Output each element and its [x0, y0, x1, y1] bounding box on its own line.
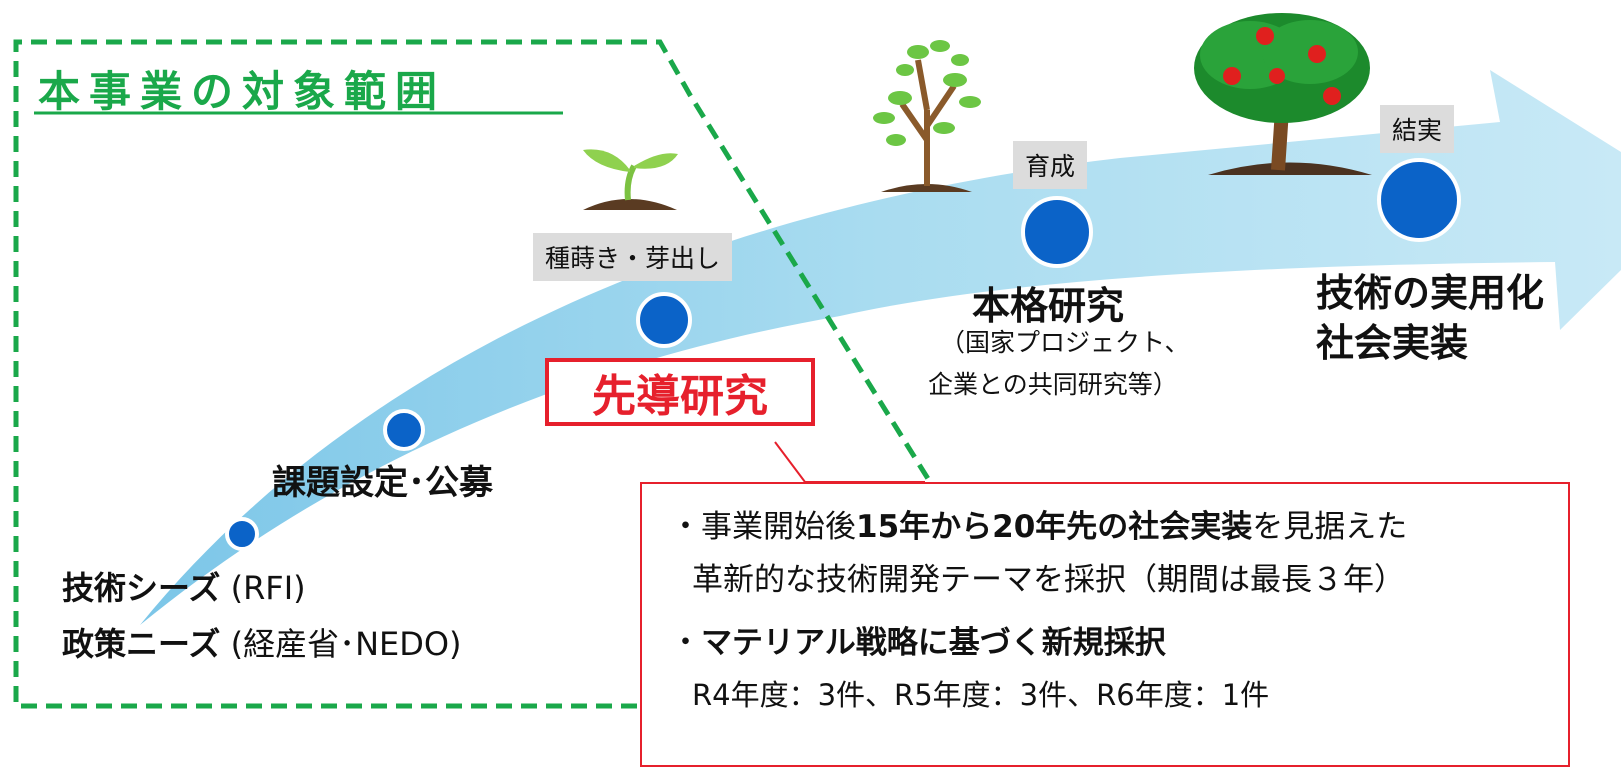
stage-needs-note: (経産省･NEDO): [230, 625, 462, 663]
stage-needs-label: 政策ニーズ: [62, 625, 221, 663]
note-bullet-2: ・マテリアル戦略に基づく新規採択: [670, 628, 1568, 659]
seeds-needs-block: 技術シーズ (RFI) 政策ニーズ (経産省･NEDO): [62, 560, 462, 672]
stage-seeds-note: (RFI): [230, 569, 306, 607]
lead-research-label: 先導研究: [592, 371, 768, 422]
note-b1-post: を見据えた: [1252, 509, 1408, 545]
sprout-icon: [583, 149, 678, 210]
note-b2-line2: R4年度：3件、R5年度：3件、R6年度：1件: [692, 678, 1270, 712]
note-box: ・事業開始後15年から20年先の社会実装を見据えた 革新的な技術開発テーマを採択…: [640, 482, 1570, 767]
note-b1-bold: 15年から20年先の社会実装: [856, 509, 1253, 545]
tag-fruiting: 結実: [1380, 105, 1455, 153]
scope-boundary: [13, 39, 933, 709]
stage-dot-seeds: [225, 517, 259, 551]
note-bullet-1: ・事業開始後15年から20年先の社会実装を見据えた: [670, 512, 1568, 543]
scope-title: 本事業の対象範囲: [38, 67, 447, 116]
note-b2-pre: ・: [670, 625, 701, 661]
lead-research-box: 先導研究: [545, 358, 815, 426]
note-b2-bold: マテリアル戦略に基づく新規採択: [701, 625, 1166, 661]
stage-full-research-label: 本格研究: [972, 284, 1125, 328]
full-research-note-1: （国家プロジェクト、: [940, 328, 1190, 357]
stage-practical-label-1: 技術の実用化: [1316, 271, 1545, 315]
stage-dot-call: [383, 409, 425, 451]
apple-tree-icon: [1194, 13, 1372, 175]
full-research-note-2: 企業との共同研究等）: [928, 370, 1178, 399]
callout-pointer: [774, 441, 925, 483]
stage-dot-full: [1021, 196, 1093, 268]
stage-seeds-label: 技術シーズ: [62, 569, 221, 607]
tag-sowing: 種蒔き・芽出し: [533, 233, 733, 281]
growth-arrow: [140, 70, 1621, 625]
tag-growing: 育成: [1013, 141, 1088, 189]
stage-dot-practical: [1377, 158, 1461, 242]
stage-call-label: 課題設定･公募: [272, 463, 493, 503]
young-tree-icon: [873, 40, 981, 192]
stage-dot-lead: [636, 292, 692, 348]
note-b1-pre: ・事業開始後: [670, 509, 856, 545]
stage-practical-label-2: 社会実装: [1316, 321, 1469, 365]
note-b1-line2: 革新的な技術開発テーマを採択（期間は最長３年）: [692, 562, 1405, 598]
